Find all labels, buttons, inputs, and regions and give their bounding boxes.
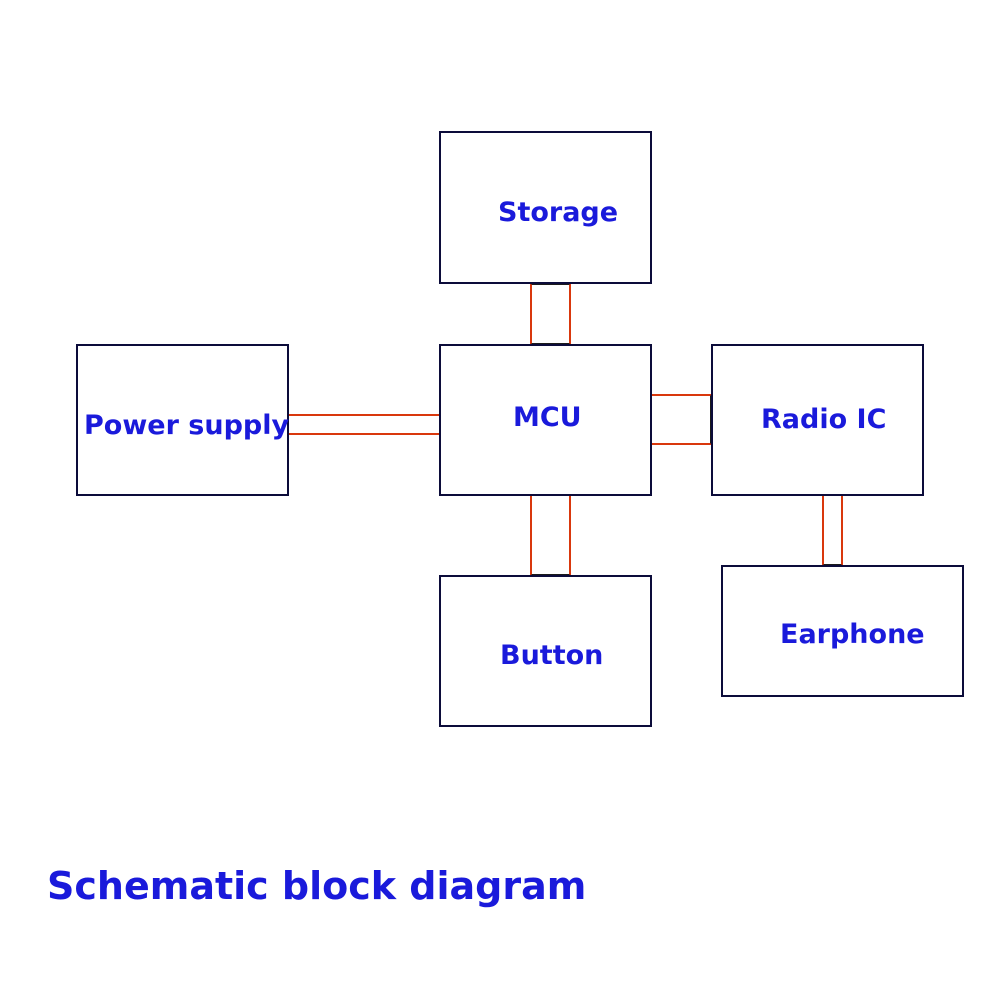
button-block: [439, 575, 652, 727]
mcu-block: [439, 344, 652, 496]
connector-mcu-button: [530, 494, 571, 576]
earphone-label: Earphone: [780, 619, 925, 650]
connector-storage-mcu: [530, 283, 571, 345]
diagram-caption: Schematic block diagram: [47, 864, 587, 908]
button-label: Button: [500, 640, 604, 671]
storage-block: [439, 131, 652, 284]
connector-power-mcu: [287, 414, 441, 435]
power-supply-block: [76, 344, 289, 496]
connector-mcu-radio: [650, 394, 712, 445]
storage-label: Storage: [498, 197, 619, 228]
mcu-label: MCU: [513, 402, 582, 433]
connector-radio-earphone: [822, 494, 843, 566]
radio-ic-block: [711, 344, 924, 496]
earphone-block: [721, 565, 964, 697]
power-supply-label: Power supply: [84, 410, 290, 441]
radio-ic-label: Radio IC: [761, 404, 887, 435]
